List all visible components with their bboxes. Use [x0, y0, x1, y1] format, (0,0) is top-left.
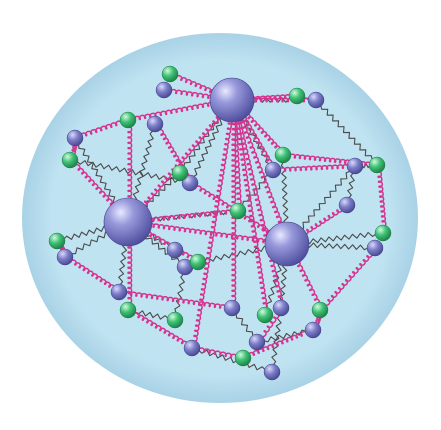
- spring-link: [146, 209, 233, 223]
- spring-link: [133, 101, 215, 122]
- spring-link: [140, 112, 223, 208]
- large-sphere: [103, 197, 153, 247]
- small-blue-particle: [304, 321, 322, 339]
- small-green-particle: [229, 202, 247, 220]
- small-blue-particle: [155, 81, 173, 99]
- spring-link: [237, 116, 284, 229]
- small-green-particle: [119, 111, 137, 129]
- small-blue-particle: [56, 248, 74, 266]
- zigzag-link: [271, 314, 282, 366]
- small-green-particle: [161, 65, 179, 83]
- zigzag-link: [63, 225, 109, 240]
- zigzag-link: [132, 130, 154, 203]
- zigzag-link: [320, 104, 373, 161]
- large-sphere: [264, 221, 310, 267]
- spring-link: [169, 88, 215, 100]
- particles-layer: [48, 65, 392, 381]
- small-green-particle: [234, 349, 252, 367]
- spring-link: [376, 170, 387, 228]
- zigzag-link: [174, 273, 185, 314]
- spring-link: [294, 259, 321, 306]
- spring-link: [249, 94, 292, 102]
- zigzag-link: [280, 161, 289, 226]
- zigzag-link: [134, 310, 169, 320]
- small-green-particle: [171, 164, 189, 182]
- small-green-particle: [288, 87, 306, 105]
- small-blue-particle: [166, 241, 184, 259]
- small-blue-particle: [223, 299, 241, 317]
- spring-link: [127, 125, 133, 203]
- small-blue-particle: [307, 91, 325, 109]
- small-blue-particle: [66, 129, 84, 147]
- spring-link: [323, 251, 373, 306]
- zigzag-link: [143, 234, 181, 264]
- spring-link: [73, 163, 117, 210]
- small-blue-particle: [110, 283, 128, 301]
- large-sphere: [209, 77, 255, 123]
- spring-link: [278, 163, 350, 173]
- zigzag-link: [263, 329, 307, 343]
- small-blue-particle: [146, 115, 164, 133]
- spring-link: [197, 347, 238, 360]
- small-green-particle: [374, 224, 392, 242]
- spring-link: [175, 74, 217, 96]
- spring-link: [301, 206, 344, 236]
- small-blue-particle: [346, 157, 364, 175]
- small-blue-particle: [366, 239, 384, 257]
- zigzag-link: [192, 116, 224, 178]
- spring-link: [234, 117, 268, 310]
- spring-link: [79, 120, 123, 139]
- zigzag-link: [299, 170, 351, 231]
- small-green-particle: [368, 156, 386, 174]
- small-blue-particle: [272, 299, 290, 317]
- spring-link: [235, 117, 284, 303]
- zigzag-link: [305, 242, 369, 251]
- spring-link: [69, 259, 116, 291]
- small-green-particle: [274, 146, 292, 164]
- small-green-particle: [256, 306, 274, 324]
- zigzag-link: [118, 241, 128, 286]
- small-blue-particle: [248, 333, 266, 351]
- spring-link: [132, 312, 189, 347]
- small-blue-particle: [263, 363, 281, 381]
- small-blue-particle: [264, 161, 282, 179]
- small-blue-particle: [338, 196, 356, 214]
- zigzag-link: [279, 262, 288, 302]
- spring-link: [260, 311, 280, 338]
- small-green-particle: [119, 301, 137, 319]
- small-green-particle: [166, 311, 184, 329]
- zigzag-link: [198, 349, 266, 371]
- zigzag-link: [347, 172, 355, 199]
- links-layer: [59, 74, 387, 371]
- spring-link: [240, 115, 273, 166]
- small-green-particle: [48, 232, 66, 250]
- zigzag-link: [235, 313, 254, 337]
- small-blue-particle: [181, 174, 199, 192]
- small-green-particle: [189, 253, 207, 271]
- spring-link: [243, 112, 281, 153]
- zigzag-link: [70, 231, 111, 255]
- zigzag-link: [142, 177, 176, 209]
- small-green-particle: [61, 151, 79, 169]
- zigzag-link: [78, 143, 118, 206]
- spring-link: [127, 241, 133, 305]
- spring-link: [70, 142, 78, 155]
- zigzag-link: [305, 231, 377, 245]
- spring-link: [247, 330, 308, 358]
- spring-link: [147, 222, 270, 244]
- small-blue-particle: [183, 339, 201, 357]
- small-green-particle: [311, 301, 329, 319]
- spring-link: [124, 290, 227, 310]
